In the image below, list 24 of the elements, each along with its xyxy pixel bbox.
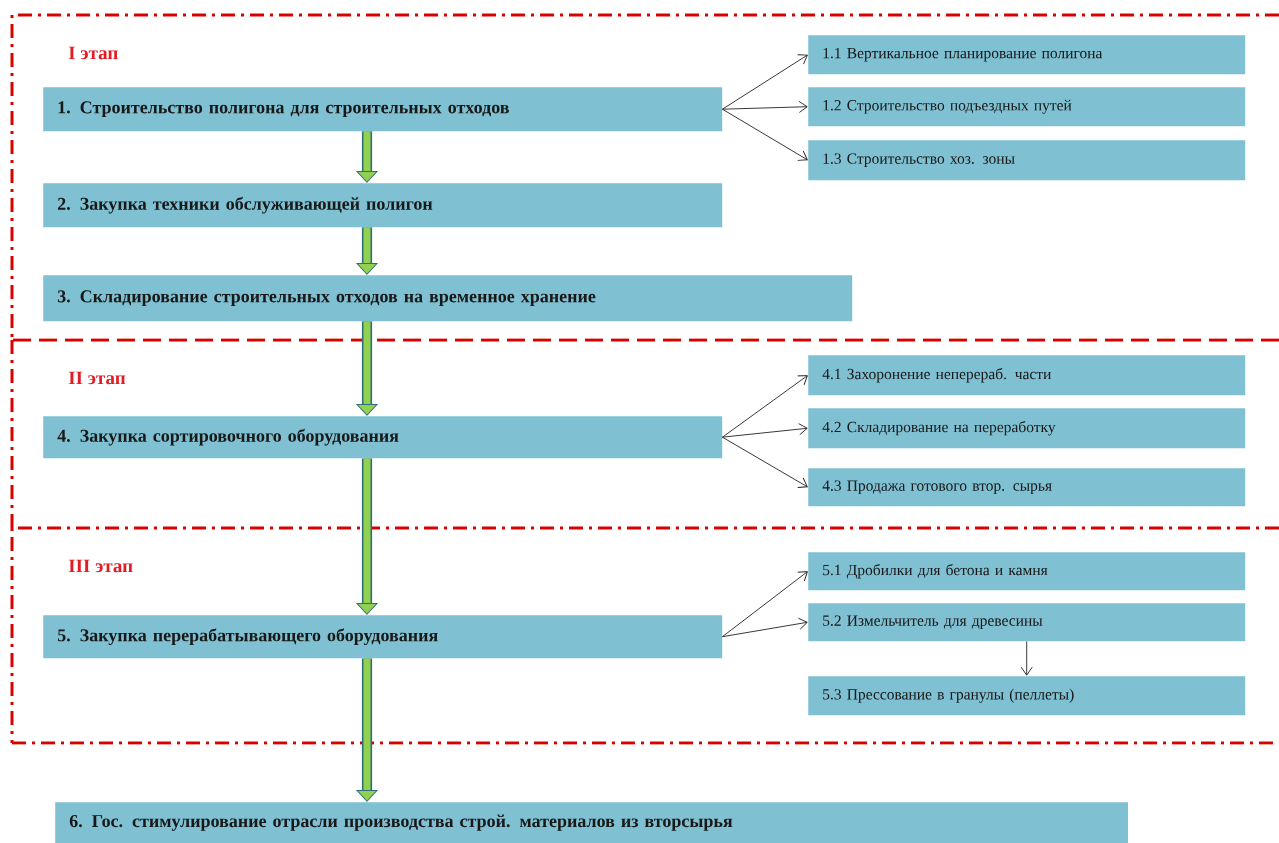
arrow — [721, 101, 808, 113]
substep-box: 4.1 Захоронение неперераб. части — [808, 355, 1246, 396]
substep-box: 4.2 Складирование на переработку — [808, 408, 1246, 449]
arrow — [721, 617, 808, 638]
arrow — [721, 108, 808, 161]
arrow — [721, 54, 808, 110]
substep-box: 5.1 Дробилки для бетона и камня — [808, 552, 1246, 591]
substep-box: 1.1 Вертикальное планирование полигона — [808, 35, 1246, 75]
substep-box: 4.3 Продажа готового втор. сырья — [808, 468, 1246, 507]
step-box: 4. Закупка сортировочного оборудования — [43, 416, 723, 459]
substep-box: 5.3 Прессование в гранулы (пеллеты) — [808, 676, 1246, 716]
arrow — [1020, 640, 1033, 676]
arrow — [721, 571, 808, 638]
substep-box: 1.2 Строительство подъездных путей — [808, 87, 1246, 127]
step-box: 1. Строительство полигона для строительных отходов — [43, 87, 723, 132]
substep-box: 5.2 Измельчитель для древесины — [808, 603, 1246, 642]
step-box: 3. Складирование строительных отходов на временное хранение — [43, 275, 853, 322]
arrow — [721, 436, 808, 488]
step-box: 6. Гос. стимулирование отрасли производства строй. материалов из вторсырья — [55, 802, 1129, 843]
arrow — [721, 423, 808, 438]
arrow — [721, 375, 808, 438]
step-box: 5. Закупка перерабатывающего оборудования — [43, 615, 723, 659]
substep-box: 1.3 Строительство хоз. зоны — [808, 140, 1246, 181]
step-box: 2. Закупка техники обслуживающей полигон — [43, 183, 723, 228]
